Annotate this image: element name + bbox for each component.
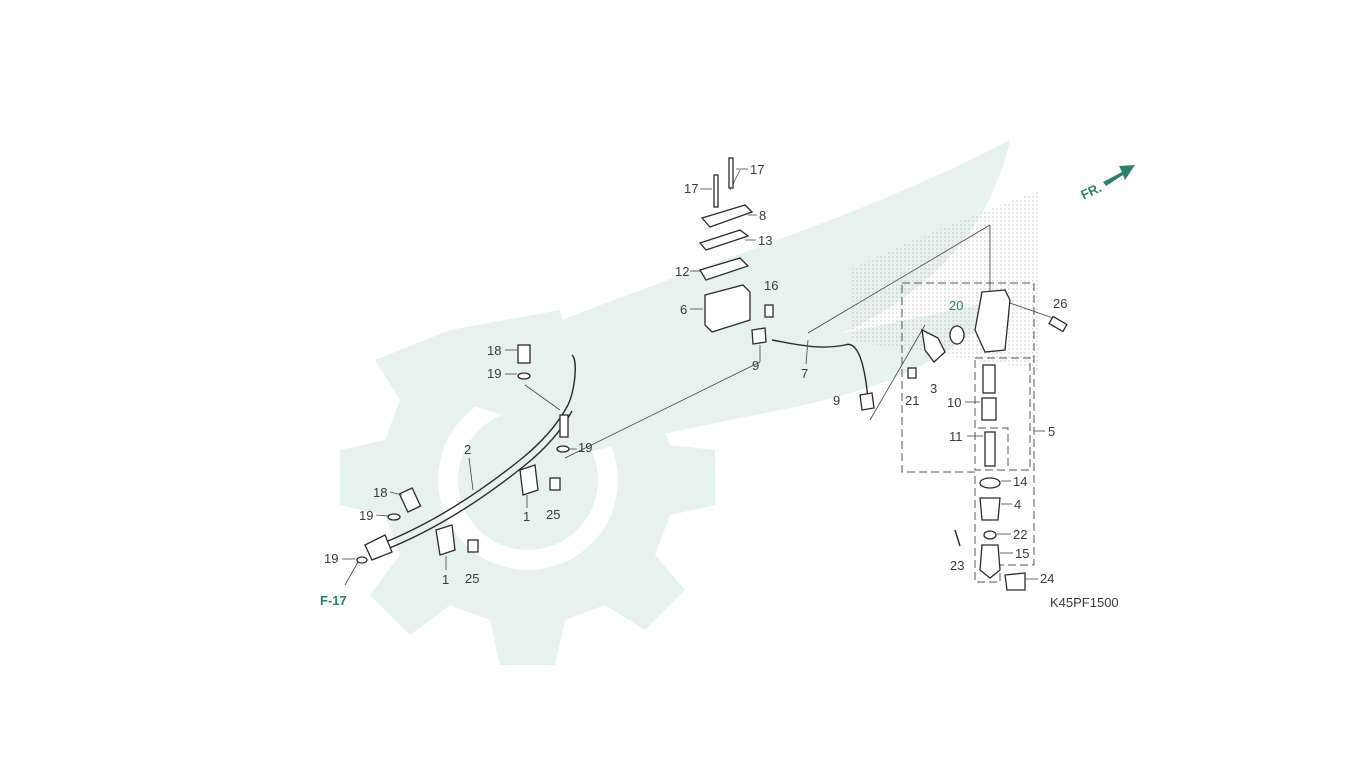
front-label: FR. <box>1078 180 1103 202</box>
cotter-24 <box>1004 572 1026 591</box>
piston-10 <box>981 397 997 421</box>
label-26: 26 <box>1053 296 1067 311</box>
washer-19b <box>556 445 570 453</box>
bolt-18b <box>398 487 422 513</box>
label-24: 24 <box>1040 571 1054 586</box>
joint-3 <box>921 328 946 363</box>
leader-lines <box>524 169 1054 459</box>
label-10: 10 <box>947 395 961 410</box>
screw-16 <box>764 304 774 318</box>
callout-labels: 17 17 8 13 12 16 6 9 7 9 18 19 19 2 18 1… <box>320 162 1119 610</box>
label-9-top: 9 <box>752 358 759 373</box>
label-16: 16 <box>764 278 778 293</box>
watermark-logo <box>340 140 1040 665</box>
circlip-14 <box>979 477 1001 489</box>
label-8: 8 <box>759 208 766 223</box>
washer-19a <box>517 372 531 380</box>
label-18-bottom: 18 <box>373 485 387 500</box>
label-21: 21 <box>905 393 919 408</box>
diaphragm <box>699 257 750 281</box>
label-6: 6 <box>680 302 687 317</box>
washer-19c <box>387 513 401 521</box>
label-4: 4 <box>1014 497 1021 512</box>
bolt-17a <box>713 174 719 208</box>
spring <box>982 364 996 394</box>
ref-label: F-17 <box>320 593 347 608</box>
label-19-middle: 19 <box>578 440 592 455</box>
label-20: 20 <box>949 298 963 313</box>
label-19-lower: 19 <box>359 508 373 523</box>
bolt-25b <box>467 539 479 553</box>
label-19-bottom: 19 <box>324 551 338 566</box>
clamp-1a <box>519 464 539 496</box>
label-12: 12 <box>675 264 689 279</box>
label-13: 13 <box>758 233 772 248</box>
label-23: 23 <box>950 558 964 573</box>
bolt-26 <box>1048 315 1068 333</box>
clip-9b <box>859 392 875 411</box>
label-11: 11 <box>949 429 963 444</box>
label-1-left: 1 <box>442 572 449 587</box>
label-17-left: 17 <box>684 181 698 196</box>
front-direction-arrow: FR. <box>1078 165 1135 202</box>
label-22: 22 <box>1013 527 1027 542</box>
boot-4 <box>979 497 1001 521</box>
label-25-right: 25 <box>546 507 560 522</box>
master-cylinder-body <box>974 289 1011 353</box>
brake-pipe <box>369 354 576 549</box>
brake-pipe-assembly <box>344 344 576 586</box>
label-1-right: 1 <box>523 509 530 524</box>
plate <box>698 229 750 251</box>
joint-15 <box>979 544 1001 579</box>
label-19-top: 19 <box>487 366 501 381</box>
reservoir-assembly <box>698 157 774 345</box>
nut-22 <box>983 530 997 540</box>
label-2: 2 <box>464 442 471 457</box>
label-17-right: 17 <box>750 162 764 177</box>
clip-9a <box>751 327 767 345</box>
label-7: 7 <box>801 366 808 381</box>
label-18-top: 18 <box>487 343 501 358</box>
label-5: 5 <box>1048 424 1055 439</box>
reservoir-body <box>704 284 751 333</box>
assembly-boxes <box>901 282 1035 583</box>
reservoir-cap <box>700 204 754 228</box>
washer-19d <box>356 556 368 564</box>
screw-21 <box>907 367 917 379</box>
label-25-left: 25 <box>465 571 479 586</box>
clamp-1b <box>435 524 456 556</box>
push-rod-11 <box>984 431 996 467</box>
label-14: 14 <box>1013 474 1027 489</box>
pin-23 <box>954 529 961 547</box>
label-3: 3 <box>930 381 937 396</box>
pipe-end <box>559 414 569 438</box>
bolt-17b <box>728 157 734 189</box>
master-cylinder-assembly <box>907 289 1068 591</box>
o-ring-20 <box>949 325 965 345</box>
bolt-25a <box>549 477 561 491</box>
label-15: 15 <box>1015 546 1029 561</box>
diagram-code: K45PF1500 <box>1050 595 1119 610</box>
banjo-fitting <box>364 534 393 561</box>
bolt-18a <box>517 344 531 364</box>
reservoir-hose <box>771 339 869 401</box>
label-9-bottom: 9 <box>833 393 840 408</box>
